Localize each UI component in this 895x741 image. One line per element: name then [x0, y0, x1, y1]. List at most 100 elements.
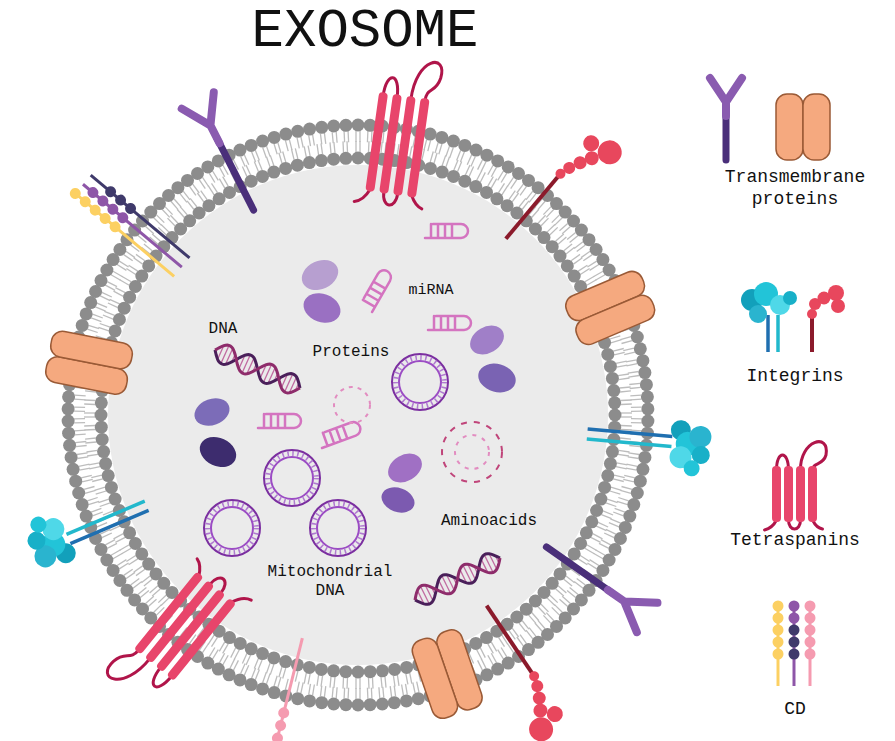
lipid-tail	[491, 179, 497, 189]
lipid-tail	[343, 688, 345, 699]
dna-strand	[415, 554, 500, 605]
lipid-tail	[558, 237, 566, 244]
lipid-tail	[622, 341, 633, 344]
lipid-tail	[620, 337, 631, 340]
lipid-head	[76, 498, 89, 511]
lipid-head	[80, 307, 93, 320]
lipid-head	[604, 360, 617, 373]
dna-rung	[442, 576, 451, 594]
lipid-tail	[393, 676, 395, 687]
lipid-tail	[283, 152, 286, 163]
lipid-tail	[555, 218, 563, 226]
lipid-tail	[480, 648, 485, 658]
lipid-tail	[110, 299, 120, 304]
lipid-tail	[278, 143, 281, 154]
lipid-tail	[129, 265, 138, 271]
lipid-head	[256, 647, 269, 660]
lipid-tail	[292, 149, 295, 160]
lipid-tail	[629, 446, 640, 447]
lipid-tail	[355, 688, 356, 699]
lipid-tail	[478, 160, 483, 170]
lipid-head	[604, 457, 617, 470]
lipid-tail	[203, 177, 209, 186]
lipid-tail	[402, 685, 404, 696]
lipid-head	[631, 487, 644, 500]
lipid-tail	[324, 133, 325, 144]
lipid-tail	[347, 688, 349, 699]
lipid-tail	[355, 141, 356, 152]
lipid-head	[598, 481, 611, 494]
lipid-tail	[385, 677, 386, 688]
lipid-tail	[566, 247, 575, 254]
lipid-tail	[77, 453, 88, 455]
lipid-tail	[606, 503, 616, 507]
lipid-tail	[613, 479, 624, 482]
lipid-tail	[574, 582, 583, 589]
lipid-tail	[81, 475, 92, 478]
lipid-tail	[242, 653, 247, 663]
lipid-tail	[626, 360, 637, 362]
lipid-tail	[630, 387, 641, 388]
protein-blob	[383, 448, 427, 489]
lipid-head	[352, 699, 365, 712]
mitochondrial-dna-ring	[204, 500, 260, 556]
lipid-tail	[100, 324, 110, 328]
lipid-tail	[122, 276, 132, 282]
lipid-tail	[76, 446, 87, 447]
lipid-head	[245, 678, 258, 691]
lipid-tail	[252, 668, 256, 678]
part-label: Aminoacids	[439, 512, 539, 531]
lipid-tail	[334, 142, 335, 153]
lipid-head	[315, 663, 328, 676]
lipid-tail	[457, 150, 461, 160]
lipid-tail	[590, 265, 599, 271]
lipid-tail	[630, 395, 641, 397]
lipid-tail	[279, 667, 282, 678]
lipid-head	[623, 510, 636, 523]
lipid-tail	[75, 442, 86, 443]
lipid-tail	[285, 679, 288, 690]
lipid-head	[364, 665, 377, 678]
lipid-head	[636, 463, 649, 476]
lipid-tail	[161, 225, 169, 233]
integrin-symbol	[807, 285, 845, 352]
transmembrane-symbol	[409, 627, 485, 721]
lipid-tail	[614, 475, 625, 478]
lipid-tail	[85, 490, 96, 493]
lipid-head	[364, 698, 377, 711]
lipid-tail	[371, 688, 373, 699]
lipid-tail	[89, 325, 100, 328]
lipid-tail	[85, 391, 96, 392]
lipid-tail	[84, 416, 95, 417]
lipid-head	[327, 664, 340, 677]
lipid-head	[63, 439, 76, 452]
lipid-tail	[108, 303, 118, 308]
transmembrane-symbol	[776, 94, 803, 160]
lipid-head	[279, 655, 292, 668]
lipid-tail	[488, 644, 494, 654]
lipid-tail	[87, 329, 97, 332]
lipid-head	[315, 696, 328, 709]
lipid-tail	[103, 315, 113, 319]
vesicle-outline	[60, 117, 656, 713]
lipid-head	[619, 521, 632, 534]
lipid-tail	[74, 429, 85, 431]
lipid-tail	[620, 391, 631, 392]
lipid-tail	[283, 668, 286, 679]
lipid-tail	[442, 155, 446, 165]
lipid-head	[256, 135, 269, 148]
lipid-head	[609, 409, 622, 422]
lipid-tail	[105, 540, 115, 545]
lipid-bilayer	[62, 119, 655, 712]
lipid-tail	[543, 615, 551, 623]
lipid-tail	[126, 556, 135, 562]
lipid-head	[95, 421, 108, 434]
lipid-head	[339, 119, 352, 132]
lipid-tail	[511, 180, 517, 189]
lipid-tail	[460, 152, 464, 162]
lipid-tail	[255, 670, 259, 680]
lipid-tail	[301, 137, 303, 148]
lipid-head	[447, 135, 460, 148]
lipid-tail	[320, 686, 321, 697]
lipid-tail	[113, 271, 123, 277]
